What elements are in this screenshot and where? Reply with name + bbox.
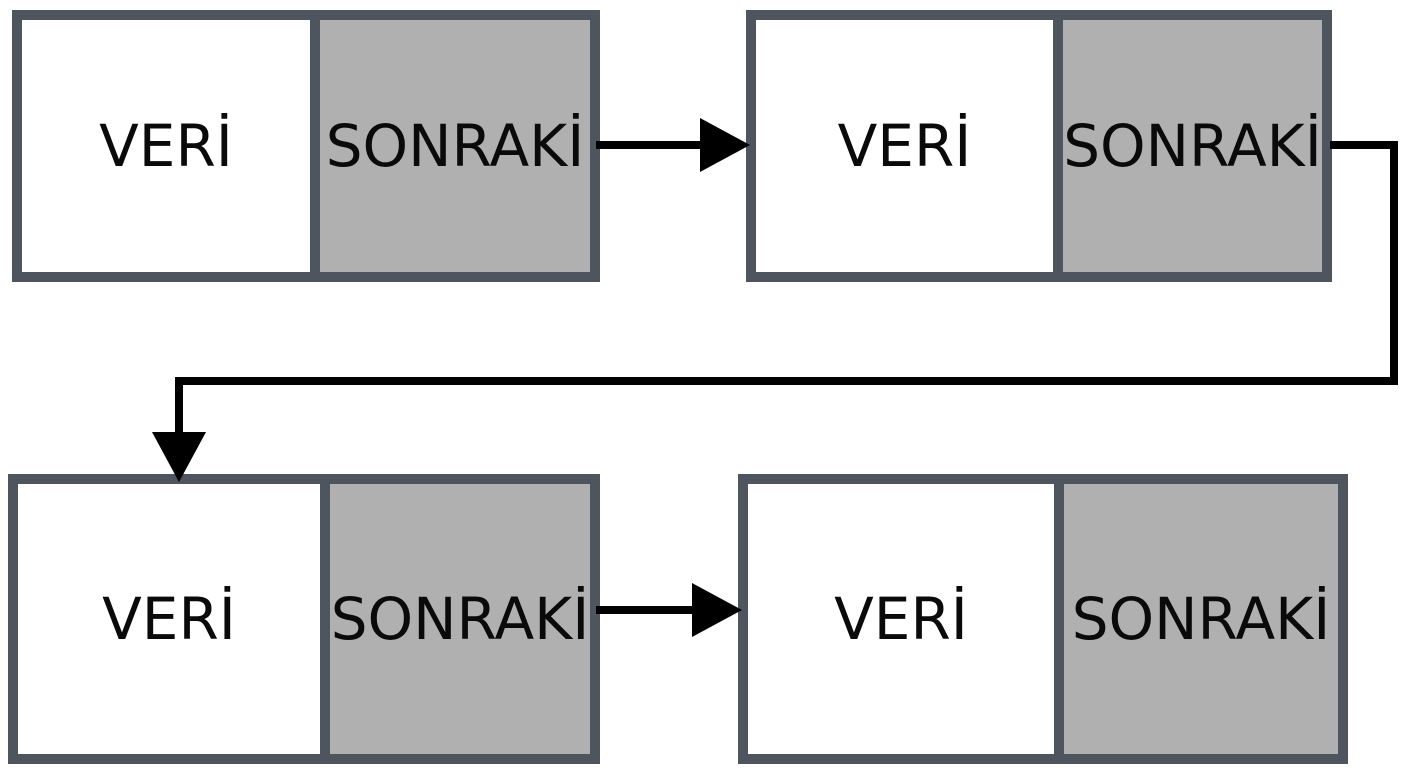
list-node-3: VERİ SONRAKİ <box>8 474 600 764</box>
node-3-next-cell: SONRAKİ <box>330 484 590 754</box>
list-node-4: VERİ SONRAKİ <box>738 474 1348 764</box>
node-3-data-cell: VERİ <box>18 484 330 754</box>
list-node-1: VERİ SONRAKİ <box>12 10 600 282</box>
list-node-2: VERİ SONRAKİ <box>746 10 1332 282</box>
node-2-data-cell: VERİ <box>756 20 1063 272</box>
node-4-next-cell: SONRAKİ <box>1064 484 1338 754</box>
node-2-next-cell: SONRAKİ <box>1063 20 1322 272</box>
arrow-node1-to-node2 <box>596 118 750 172</box>
arrow-3-head <box>692 583 742 637</box>
arrow-node3-to-node4 <box>596 583 742 637</box>
node-1-next-cell: SONRAKİ <box>320 20 590 272</box>
arrow-1-head <box>700 118 750 172</box>
node-1-data-cell: VERİ <box>22 20 320 272</box>
node-4-data-cell: VERİ <box>748 484 1064 754</box>
